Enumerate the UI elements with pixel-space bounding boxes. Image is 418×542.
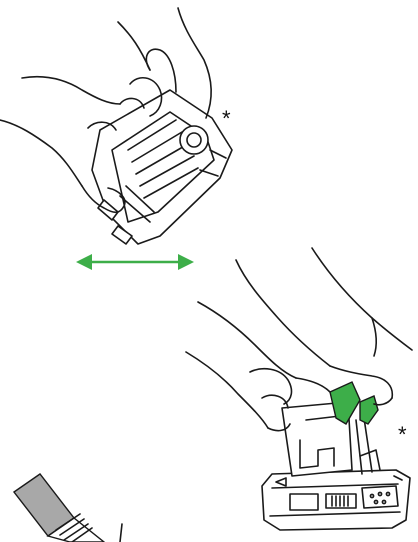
asterisk-marker-bottom: *: [398, 422, 407, 447]
green-release-clips: [329, 381, 379, 425]
bottom-illustration-brush-head: [261, 401, 411, 531]
double-headed-arrow-icon: [76, 254, 194, 270]
bottom-hands: [185, 247, 413, 432]
hose-end: [12, 473, 123, 542]
top-hands: [0, 7, 212, 214]
top-illustration-brush-head: [91, 89, 233, 245]
asterisk-marker-top: *: [222, 106, 231, 131]
